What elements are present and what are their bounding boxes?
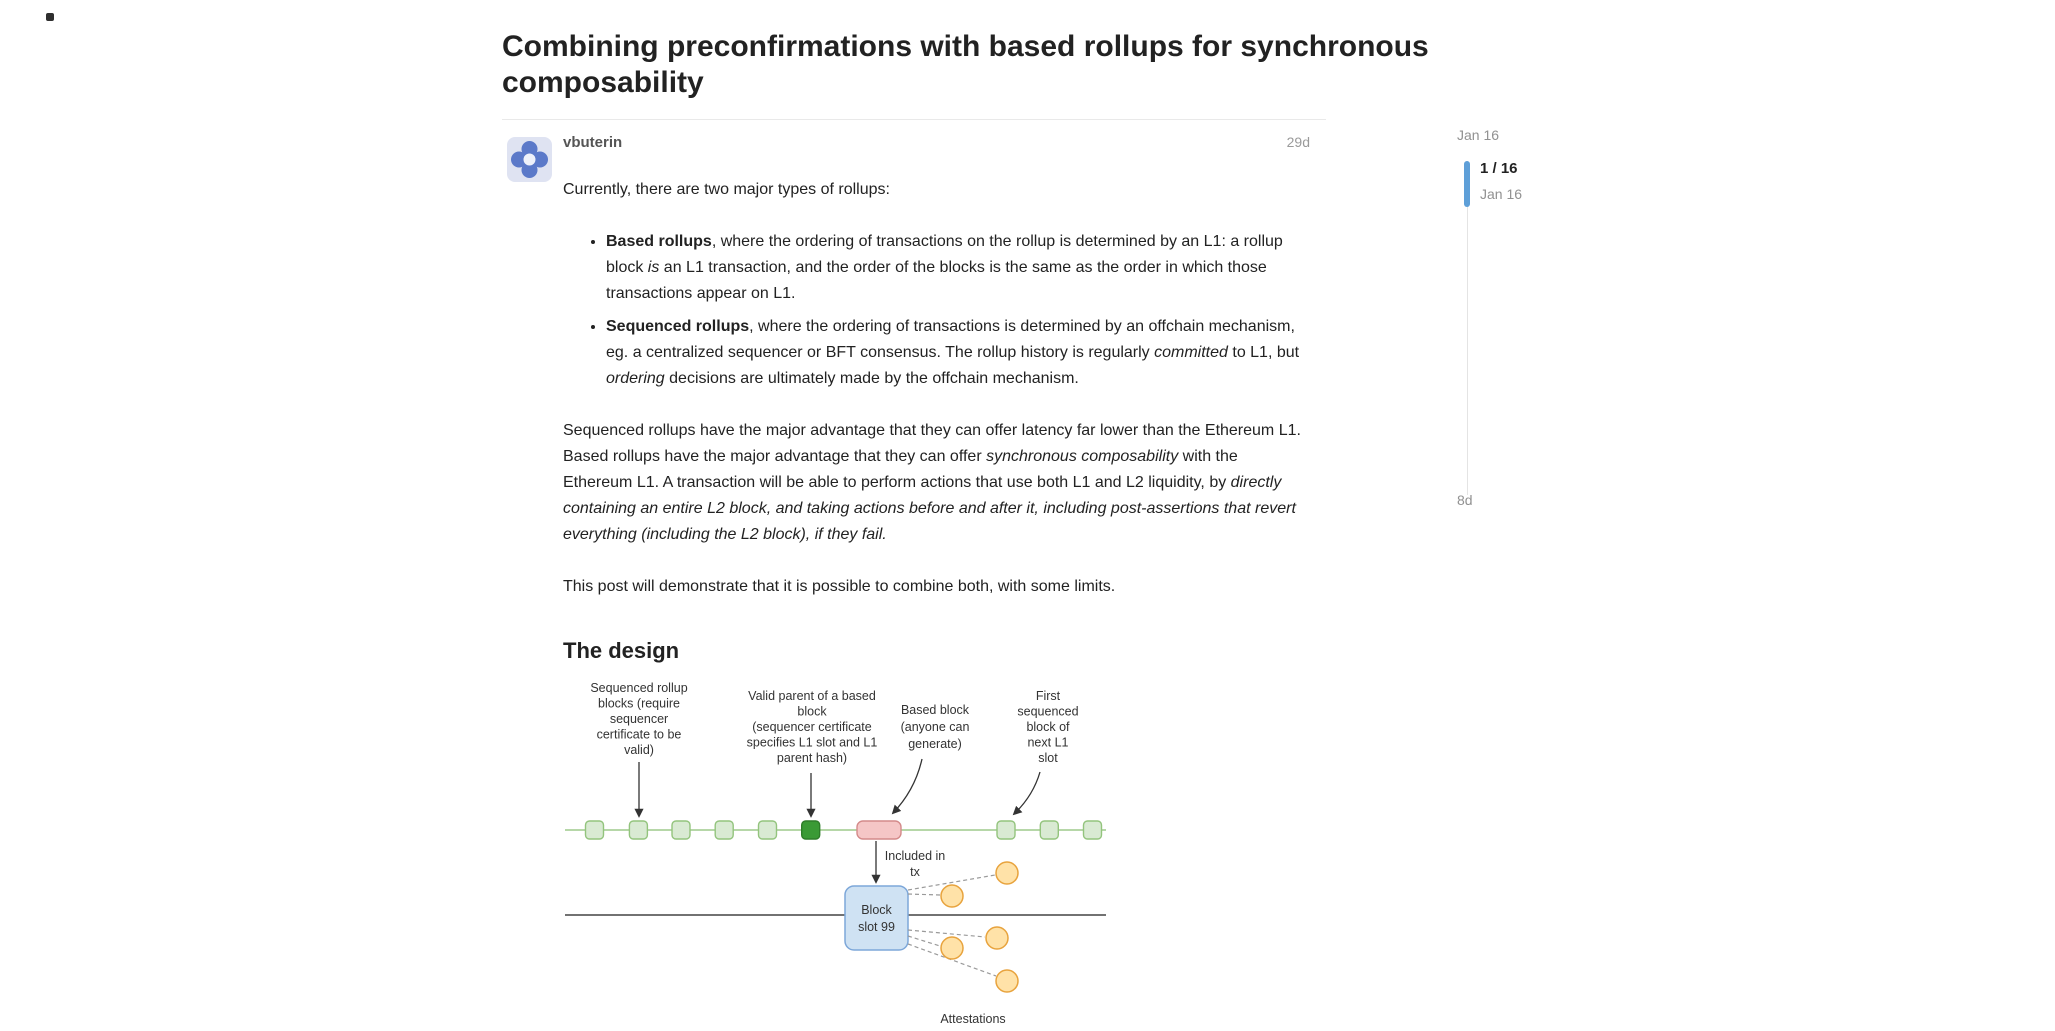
svg-text:First: First xyxy=(1036,689,1061,703)
plain-text: Sequenced rollups have the major advanta… xyxy=(563,422,1301,465)
svg-text:slot: slot xyxy=(1038,751,1058,765)
timeline-position[interactable]: 1 / 16 xyxy=(1480,160,1518,177)
timeline-start-date[interactable]: Jan 16 xyxy=(1457,127,1500,143)
svg-text:generate): generate) xyxy=(908,737,962,751)
label-valid-parent: Valid parent of a based block (sequencer… xyxy=(747,689,878,765)
post-header: vbuterin 29d xyxy=(563,134,1310,151)
svg-text:block: block xyxy=(797,705,827,719)
svg-text:Block: Block xyxy=(861,903,892,917)
section-heading-the-design: The design xyxy=(563,638,680,663)
post-main: vbuterin 29d Currently, there are two ma… xyxy=(563,134,1310,1031)
rollup-types-list: Based rollups, where the ordering of tra… xyxy=(563,229,1310,392)
attestations-label: Attestations xyxy=(940,1012,1005,1026)
label-first-sequenced: First sequenced block of next L1 slot xyxy=(1017,689,1078,765)
plain-text: decisions are ultimately made by the off… xyxy=(664,370,1079,387)
topic-page: Combining preconfirmations with based ro… xyxy=(502,29,1502,1031)
included-in-label: Included in tx xyxy=(885,849,946,879)
title-divider xyxy=(502,119,1326,120)
timeline-position-date: Jan 16 xyxy=(1480,186,1523,202)
italic-text: directly containing an entire L2 block, … xyxy=(563,474,1296,543)
svg-text:tx: tx xyxy=(910,865,920,879)
sequenced-blocks xyxy=(584,820,1103,840)
plain-text: an L1 transaction, and the order of the … xyxy=(606,259,1267,302)
bold-text: Based rollups xyxy=(606,233,712,250)
svg-text:Based block: Based block xyxy=(901,703,970,717)
svg-text:certificate to be: certificate to be xyxy=(597,728,682,742)
design-diagram-svg: Sequenced rollup blocks (require sequenc… xyxy=(565,681,1106,1026)
italic-text: committed xyxy=(1154,344,1228,361)
svg-text:next L1: next L1 xyxy=(1027,736,1068,750)
italic-text: ordering xyxy=(606,370,665,387)
attestation-links xyxy=(907,874,997,977)
avatar[interactable] xyxy=(507,137,552,182)
label-sequenced-rollup-blocks: Sequenced rollup blocks (require sequenc… xyxy=(590,681,687,757)
post-age[interactable]: 29d xyxy=(1286,134,1310,150)
timeline-track[interactable] xyxy=(1467,161,1468,495)
topic-timeline: Jan 16 1 / 16 Jan 16 8d xyxy=(1457,127,1597,527)
block-slot-99 xyxy=(844,885,909,951)
design-diagram-image: Sequenced rollup blocks (require sequenc… xyxy=(563,678,1310,1031)
svg-text:sequencer: sequencer xyxy=(610,712,668,726)
svg-text:(sequencer certificate: (sequencer certificate xyxy=(752,720,872,734)
svg-text:slot 99: slot 99 xyxy=(858,920,895,934)
post-author[interactable]: vbuterin xyxy=(563,134,623,151)
svg-text:Included in: Included in xyxy=(885,849,946,863)
advantages-paragraph: Sequenced rollups have the major advanta… xyxy=(563,418,1310,548)
svg-text:valid): valid) xyxy=(624,743,654,757)
svg-text:Valid parent of a based: Valid parent of a based xyxy=(748,689,876,703)
based-block xyxy=(856,820,902,840)
italic-text: is xyxy=(647,259,660,276)
italic-text: synchronous composability xyxy=(986,448,1179,465)
page-corner-dot xyxy=(46,13,54,21)
list-item-based-rollups: Based rollups, where the ordering of tra… xyxy=(606,229,1310,307)
bold-text: Sequenced rollups xyxy=(606,318,750,335)
svg-text:(anyone can: (anyone can xyxy=(901,720,970,734)
label-based-block: Based block (anyone can generate) xyxy=(901,703,970,751)
avatar-flower-icon xyxy=(507,137,552,182)
svg-text:specifies L1 slot and L1: specifies L1 slot and L1 xyxy=(747,736,878,750)
diagram-labels: Sequenced rollup blocks (require sequenc… xyxy=(590,681,1078,765)
timeline-latest[interactable]: 8d xyxy=(1457,492,1473,508)
post: vbuterin 29d Currently, there are two ma… xyxy=(502,134,1326,1031)
plain-text: with the Ethereum L1. A transaction will… xyxy=(563,448,1238,491)
plain-text: , where the ordering of transactions is … xyxy=(606,318,1295,361)
timeline-handle[interactable] xyxy=(1464,161,1470,207)
post-body: Currently, there are two major types of … xyxy=(563,177,1310,1031)
demonstrate-paragraph: This post will demonstrate that it is po… xyxy=(563,578,1116,595)
valid-parent-block xyxy=(800,820,821,840)
svg-text:block of: block of xyxy=(1026,720,1070,734)
attestation-circles xyxy=(940,861,1019,993)
label-arrows xyxy=(634,758,1041,818)
svg-text:blocks (require: blocks (require xyxy=(598,697,680,711)
intro-paragraph: Currently, there are two major types of … xyxy=(563,181,890,198)
svg-text:parent hash): parent hash) xyxy=(777,751,847,765)
topic-title: Combining preconfirmations with based ro… xyxy=(502,30,1429,99)
svg-text:Sequenced rollup: Sequenced rollup xyxy=(590,681,687,695)
plain-text: , where the ordering of transactions on … xyxy=(606,233,1283,276)
block-slot-99-label: Block slot 99 xyxy=(858,903,895,934)
plain-text: to L1, but xyxy=(1227,344,1300,361)
list-item-sequenced-rollups: Sequenced rollups, where the ordering of… xyxy=(606,314,1310,392)
svg-text:sequenced: sequenced xyxy=(1017,705,1078,719)
